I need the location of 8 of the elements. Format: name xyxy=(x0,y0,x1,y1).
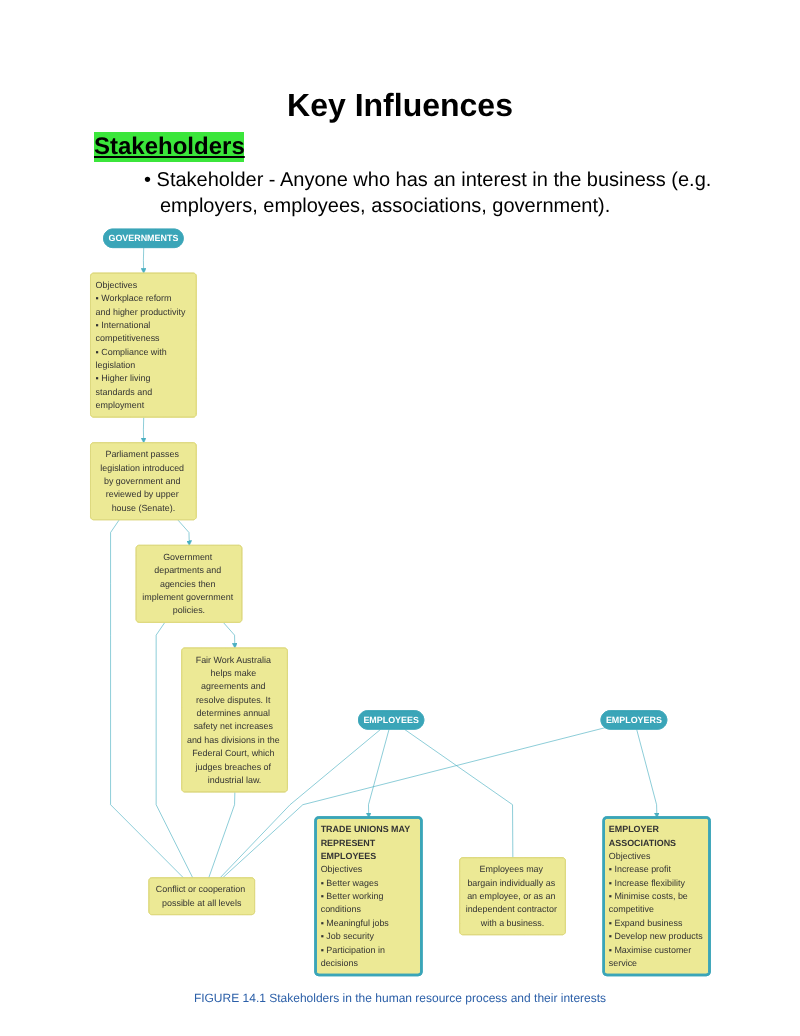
connector xyxy=(404,729,514,859)
section-heading: Stakeholders xyxy=(94,132,245,162)
page-title: Key Influences xyxy=(285,88,515,128)
connector xyxy=(219,729,381,879)
connector xyxy=(110,519,184,879)
bullet-text: • Stakeholder - Anyone who has an interest in the business (e.g. employers, employees, associations, government). xyxy=(142,168,714,220)
connector xyxy=(155,622,194,879)
connector xyxy=(208,791,236,879)
